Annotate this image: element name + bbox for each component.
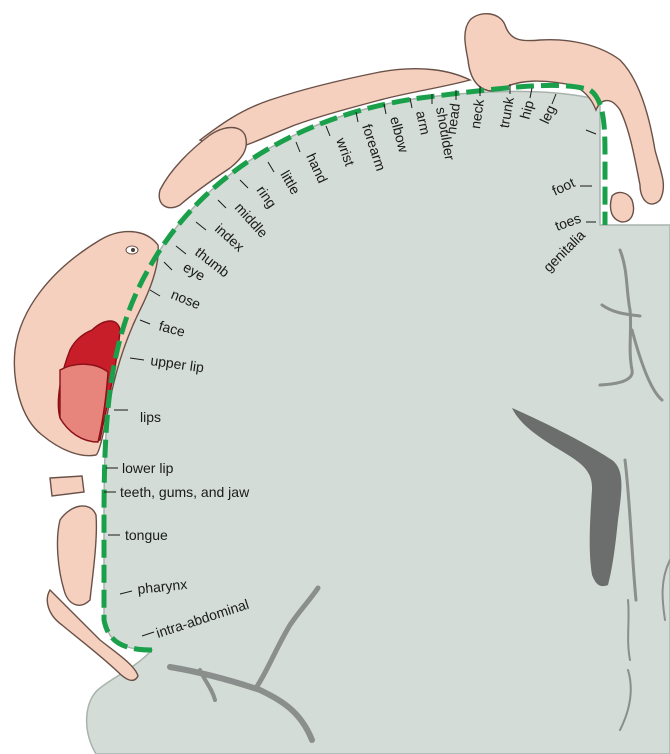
- homunculus-teeth: [50, 476, 84, 496]
- label-teeth-gums-jaw: teeth, gums, and jaw: [120, 484, 250, 500]
- homunculus-toes: [610, 193, 633, 222]
- label-lips: lips: [140, 409, 161, 425]
- eye-pupil-icon: [131, 248, 135, 252]
- label-lower-lip: lower lip: [122, 460, 174, 476]
- homunculus-tongue: [57, 506, 96, 605]
- label-tongue: tongue: [125, 527, 168, 543]
